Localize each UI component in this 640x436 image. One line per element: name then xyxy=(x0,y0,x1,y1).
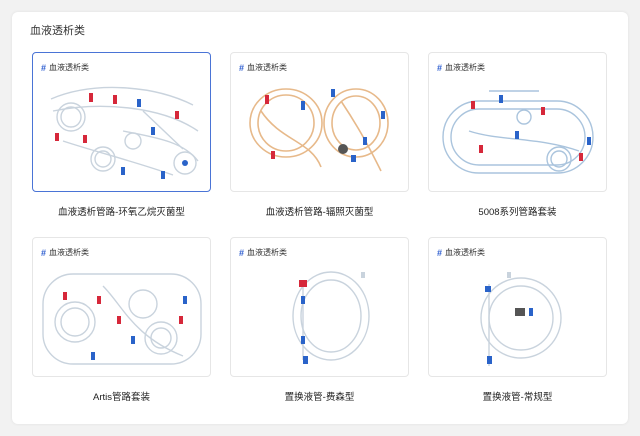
tubing-set-image xyxy=(480,272,562,366)
product-caption[interactable]: Artis管路套装 xyxy=(92,392,150,403)
product-item: # 血液透析类 xyxy=(428,237,607,422)
tubing-set-image xyxy=(292,271,370,364)
product-caption[interactable]: 5008系列管路套装 xyxy=(478,207,557,218)
category-tag: # 血液透析类 xyxy=(41,63,89,73)
hash-icon: # xyxy=(437,248,443,258)
product-item: # 血液透析类 xyxy=(230,237,409,422)
category-tag-label: 血液透析类 xyxy=(247,248,288,257)
category-tag: # 血液透析类 xyxy=(239,63,287,73)
hash-icon: # xyxy=(437,63,443,73)
tubing-set-image xyxy=(249,88,389,172)
panel-title: 血液透析类 xyxy=(30,25,85,37)
category-tag: # 血液透析类 xyxy=(239,248,287,258)
category-tag: # 血液透析类 xyxy=(41,248,89,258)
product-grid: # 血液透析类 xyxy=(32,52,612,422)
product-card[interactable]: # 血液透析类 xyxy=(230,52,409,192)
category-tag-label: 血液透析类 xyxy=(49,248,90,257)
category-tag: # 血液透析类 xyxy=(437,63,485,73)
hash-icon: # xyxy=(239,248,245,258)
product-card[interactable]: # 血液透析类 xyxy=(32,52,211,192)
product-card[interactable]: # 血液透析类 xyxy=(230,237,409,377)
tubing-set-image xyxy=(50,86,199,179)
product-item: # 血液透析类 xyxy=(32,237,211,422)
product-card[interactable]: # 血液透析类 xyxy=(32,237,211,377)
product-panel: 血液透析类 # 血液透析类 xyxy=(12,12,628,424)
product-caption[interactable]: 血液透析管路-辐照灭菌型 xyxy=(265,207,374,218)
hash-icon: # xyxy=(41,63,47,73)
tubing-set-image xyxy=(442,90,594,174)
product-item: # 血液透析类 xyxy=(428,52,607,237)
product-card[interactable]: # 血液透析类 xyxy=(428,237,607,377)
category-tag-label: 血液透析类 xyxy=(247,63,288,72)
category-tag-label: 血液透析类 xyxy=(49,63,90,72)
category-tag: # 血液透析类 xyxy=(437,248,485,258)
product-caption[interactable]: 血液透析管路-环氧乙烷灭菌型 xyxy=(58,207,185,218)
product-caption[interactable]: 置换液管-常规型 xyxy=(482,392,553,403)
hash-icon: # xyxy=(239,63,245,73)
tubing-set-image xyxy=(42,273,202,365)
product-item: # 血液透析类 xyxy=(32,52,211,237)
product-card[interactable]: # 血液透析类 xyxy=(428,52,607,192)
category-tag-label: 血液透析类 xyxy=(445,248,486,257)
product-caption[interactable]: 置换液管-费森型 xyxy=(284,392,355,403)
category-tag-label: 血液透析类 xyxy=(445,63,486,72)
hash-icon: # xyxy=(41,248,47,258)
product-item: # 血液透析类 xyxy=(230,52,409,237)
